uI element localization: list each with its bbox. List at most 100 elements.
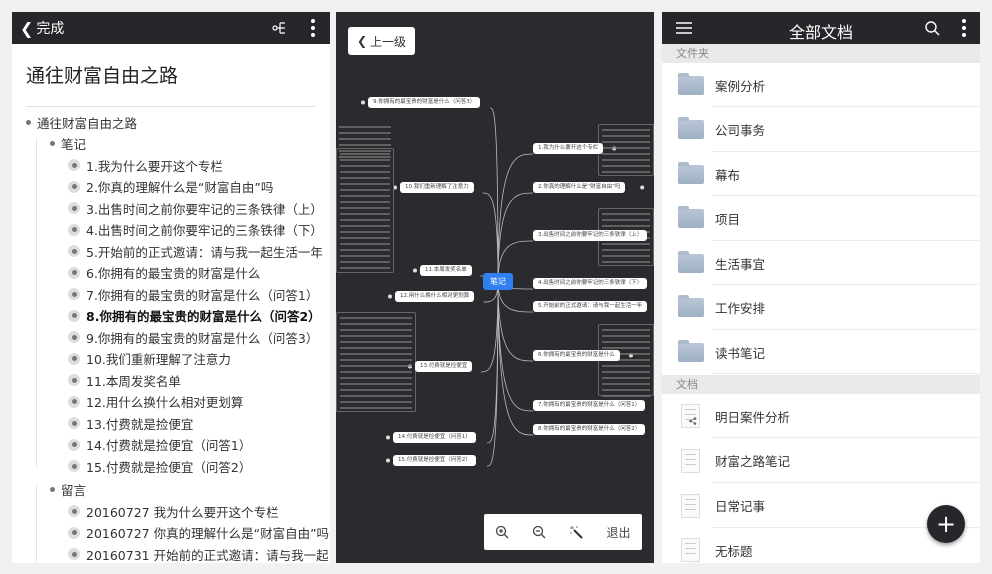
mindmap-collapse-dot[interactable] xyxy=(386,435,390,440)
mindmap-collapse-dot[interactable] xyxy=(413,268,417,273)
outline-item-text: 5.开始前的正式邀请：请与我一起生活一年 xyxy=(86,244,323,260)
add-button[interactable]: + xyxy=(927,505,965,543)
collapsed-bullet-icon xyxy=(68,548,80,561)
outline-group[interactable]: 笔记 xyxy=(50,134,86,153)
mindmap-node[interactable]: 6.你拥有的最宝贵的财富是什么 xyxy=(533,350,620,361)
document-title: 通往财富自由之路 xyxy=(26,65,179,87)
zoom-in-icon[interactable] xyxy=(495,525,509,539)
folder-item[interactable]: 读书笔记 xyxy=(662,330,980,374)
outline-item[interactable]: 15.付费就是捡便宜（问答2） xyxy=(68,457,251,476)
outline-item[interactable]: 2.你真的理解什么是“财富自由”吗 xyxy=(68,177,273,196)
document-item[interactable]: 明日案件分析 xyxy=(662,394,980,438)
document-item[interactable]: 无标题 xyxy=(662,528,980,563)
outline-item[interactable]: 14.付费就是捡便宜（问答1） xyxy=(68,435,251,454)
folder-icon xyxy=(678,339,704,362)
exit-button[interactable]: 退出 xyxy=(606,525,631,540)
collapsed-bullet-icon xyxy=(68,288,80,301)
outline-item[interactable]: 13.付费就是捡便宜 xyxy=(68,414,193,433)
mindmap-collapse-dot[interactable] xyxy=(388,294,392,299)
outline-item[interactable]: 20160727 你真的理解什么是“财富自由”吗 xyxy=(68,523,329,542)
document-item[interactable]: 日常记事 xyxy=(662,484,980,528)
mindmap-connector xyxy=(497,240,534,283)
documents-panel: 全部文档 文件夹 案例分析公司事务幕布项目生活事宜工作安排读书笔记 文档 明日案… xyxy=(662,12,980,563)
mindmap-node[interactable]: 13.付费就是捡便宜 xyxy=(415,361,473,372)
folder-name: 读书笔记 xyxy=(715,345,766,361)
document-name: 无标题 xyxy=(715,543,753,559)
mindmap-node[interactable]: 12.用什么换什么相对更划算 xyxy=(395,291,475,302)
page-title: 全部文档 xyxy=(788,23,853,42)
up-level-button[interactable]: ❮上一级 xyxy=(348,27,415,55)
folder-item[interactable]: 生活事宜 xyxy=(662,241,980,285)
outline-root[interactable]: 通往财富自由之路 xyxy=(26,113,137,132)
hamburger-icon[interactable] xyxy=(672,12,696,44)
outline-item-text: 9.你拥有的最宝贵的财富是什么（问答3） xyxy=(86,330,319,346)
folder-item[interactable]: 幕布 xyxy=(662,152,980,196)
outline-guide-line xyxy=(36,138,37,468)
outline-item-text: 20160731 开始前的正式邀请：请与我一起 xyxy=(86,547,329,563)
folder-icon xyxy=(678,72,704,95)
outline-item[interactable]: 1.我为什么要开这个专栏 xyxy=(68,156,223,175)
mindmap-node[interactable]: 9.你拥有的最宝贵的财富是什么（问答3） xyxy=(368,97,481,108)
mindmap-node[interactable]: 1.我为什么要开这个专栏 xyxy=(533,143,604,154)
magic-wand-icon[interactable] xyxy=(569,525,584,539)
outline-item[interactable]: 3.出售时间之前你要牢记的三条铁律（上） xyxy=(68,199,323,218)
documents-topbar: 全部文档 xyxy=(662,12,980,44)
outline-item[interactable]: 8.你拥有的最宝贵的财富是什么（问答2） xyxy=(68,306,321,325)
folder-item[interactable]: 工作安排 xyxy=(662,286,980,330)
outline-item[interactable]: 5.开始前的正式邀请：请与我一起生活一年 xyxy=(68,242,323,261)
mindmap-node[interactable]: 15.付费就是捡便宜（问答2） xyxy=(393,455,476,466)
mindmap-center-node[interactable]: 笔记 xyxy=(483,273,513,290)
chevron-left-icon: ❮ xyxy=(20,18,34,38)
collapsed-bullet-icon xyxy=(68,245,80,258)
outline-item-text: 12.用什么换什么相对更划算 xyxy=(86,395,244,411)
title-divider xyxy=(26,106,316,107)
mindmap-node[interactable]: 2.你真的理解什么是“财富自由”吗 xyxy=(533,182,626,193)
done-label: 完成 xyxy=(36,21,65,37)
mindmap-collapse-dot[interactable] xyxy=(386,458,390,463)
search-icon[interactable] xyxy=(920,12,944,44)
mindmap-node[interactable]: 7.你拥有的最宝贵的财富是什么（问答1） xyxy=(533,400,646,411)
mindmap-node[interactable]: 11.本周发奖名单 xyxy=(420,265,472,276)
mindmap-node[interactable]: 5.开始前的正式邀请：请与我一起生活一年 xyxy=(533,301,648,312)
collapsed-bullet-icon xyxy=(68,374,80,387)
folder-item[interactable]: 公司事务 xyxy=(662,108,980,152)
collapsed-bullet-icon xyxy=(68,180,80,193)
outline-item-text: 6.你拥有的最宝贵的财富是什么 xyxy=(86,266,261,282)
more-vertical-icon[interactable] xyxy=(952,12,976,44)
folder-name: 生活事宜 xyxy=(715,256,766,272)
outline-item[interactable]: 11.本周发奖名单 xyxy=(68,371,181,390)
outline-item-text: 20160727 我为什么要开这个专栏 xyxy=(86,504,279,520)
mindmap-collapse-dot[interactable] xyxy=(640,185,645,190)
outline-item[interactable]: 9.你拥有的最宝贵的财富是什么（问答3） xyxy=(68,328,318,347)
mindmap-node[interactable]: 14.付费就是捡便宜（问答1） xyxy=(393,432,476,443)
folder-item[interactable]: 项目 xyxy=(662,197,980,241)
collapsed-bullet-icon xyxy=(68,202,80,215)
mindmap-collapse-dot[interactable] xyxy=(393,185,397,190)
outline-item[interactable]: 20160727 我为什么要开这个专栏 xyxy=(68,502,279,521)
mindmap-node[interactable]: 3.出售时间之前你要牢记的三条铁律（上） xyxy=(533,230,648,241)
outline-item[interactable]: 4.出售时间之前你要牢记的三条铁律（下） xyxy=(68,220,323,239)
mindmap-icon[interactable] xyxy=(268,12,292,44)
outline-group[interactable]: 留言 xyxy=(50,480,86,499)
outline-item[interactable]: 10.我们重新理解了注意力 xyxy=(68,349,231,368)
collapsed-bullet-icon xyxy=(68,352,80,365)
outline-item[interactable]: 7.你拥有的最宝贵的财富是什么（问答1） xyxy=(68,285,318,304)
folder-name: 项目 xyxy=(715,212,741,227)
mindmap-node[interactable]: 4.出售时间之前你要牢记的三条铁律（下） xyxy=(533,278,648,289)
mindmap-collapse-dot[interactable] xyxy=(361,100,365,105)
docs-section-header: 文档 xyxy=(662,375,980,394)
document-item[interactable]: 财富之路笔记 xyxy=(662,439,980,483)
mindmap-note-block xyxy=(598,324,654,397)
outline-item[interactable]: 12.用什么换什么相对更划算 xyxy=(68,392,243,411)
outline-item[interactable]: 6.你拥有的最宝贵的财富是什么 xyxy=(68,263,260,282)
mindmap-node[interactable]: 10.我们重新理解了注意力 xyxy=(400,182,474,193)
folder-name: 公司事务 xyxy=(715,123,766,138)
outline-item-text: 笔记 xyxy=(61,137,87,152)
done-button[interactable]: ❮完成 xyxy=(12,18,64,38)
folder-item[interactable]: 案例分析 xyxy=(662,63,980,107)
mindmap-node[interactable]: 8.你拥有的最宝贵的财富是什么（问答2） xyxy=(533,424,646,435)
mindmap-panel: 1.我为什么要开这个专栏 2.你真的理解什么是“财富自由”吗 3.出售时间之前你要牢… xyxy=(336,12,654,563)
outline-item[interactable]: 20160731 开始前的正式邀请：请与我一起 xyxy=(68,545,329,563)
more-vertical-icon[interactable] xyxy=(301,12,325,44)
zoom-out-icon[interactable] xyxy=(532,525,546,539)
